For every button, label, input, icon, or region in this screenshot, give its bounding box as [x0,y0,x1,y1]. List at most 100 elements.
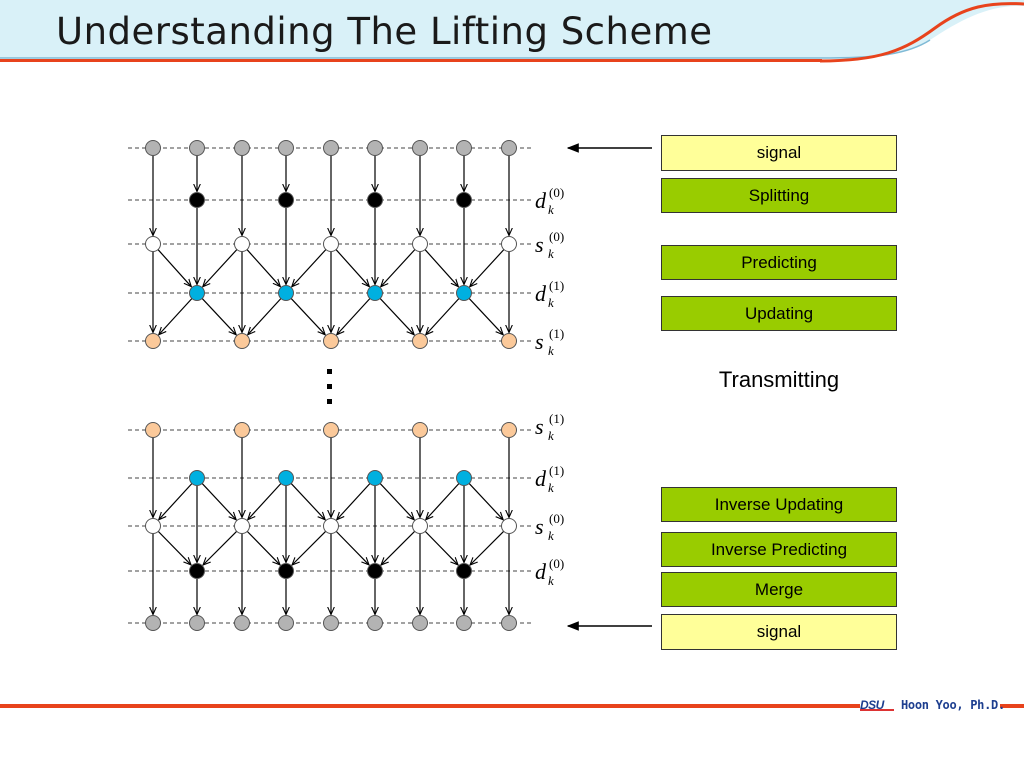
slide-title: Understanding The Lifting Scheme [56,10,713,53]
lifting-arrow [246,530,280,565]
smooth1-node [234,333,250,349]
detail0-node [189,192,205,208]
detail0-node [278,192,294,208]
detail1-node [456,285,472,301]
signal-node [234,140,250,156]
svg-text:k: k [548,528,554,543]
signal-node [367,615,383,631]
box-signal-top: signal [661,135,897,171]
box-updating: Updating [661,296,897,331]
smooth0-node [145,236,161,252]
box-splitting: Splitting [661,178,897,213]
transmitting-label: Transmitting [718,367,840,392]
svg-text:(0): (0) [549,229,564,244]
svg-text:d: d [535,466,547,491]
smooth0-node [145,518,161,534]
signal-node [278,140,294,156]
signal-node [456,140,472,156]
lifting-arrow [248,483,282,520]
lifting-arrow [292,530,327,565]
lifting-arrow [290,483,325,519]
svg-text:(0): (0) [549,511,564,526]
footer-rule-end [1000,704,1024,708]
svg-text:k: k [548,295,554,310]
smooth0-node [501,518,517,534]
svg-text:k: k [548,428,554,443]
svg-text:(1): (1) [549,326,564,341]
lifting-arrow [290,298,325,334]
svg-text:s: s [535,329,544,354]
lifting-arrow [201,298,236,334]
svg-text:(1): (1) [549,463,564,478]
box-inverse-predicting: Inverse Predicting [661,532,897,567]
lifting-arrow [468,298,503,334]
ellipsis-vertical [327,369,332,404]
lifting-arrow [201,483,236,519]
lifting-arrow [203,249,238,287]
author-name: Hoon Yoo, Ph.D. [901,698,1005,712]
lifting-arrow [292,249,327,287]
lifting-arrow [381,249,416,287]
smooth1-node [501,422,517,438]
signal-node [189,615,205,631]
smooth0-node [501,236,517,252]
svg-text:s: s [535,414,544,439]
detail0-node [456,563,472,579]
svg-text:d: d [535,188,547,213]
signal-node [412,140,428,156]
smooth1-node [323,422,339,438]
svg-text:k: k [548,246,554,261]
detail0-node [278,563,294,579]
smooth0-node [323,518,339,534]
lifting-arrow [203,530,238,565]
smooth1-node [145,333,161,349]
detail0-node [367,192,383,208]
detail1-node [189,285,205,301]
signal-node [501,615,517,631]
lifting-arrow [470,249,505,287]
svg-text:k: k [548,573,554,588]
lifting-arrow [470,530,505,565]
lifting-arrow [379,483,414,519]
lifting-arrow [335,530,369,565]
signal-node [367,140,383,156]
smooth0-node [412,236,428,252]
smooth1-node [412,333,428,349]
dsu-logo: DSU [860,697,898,715]
signal-node [501,140,517,156]
signal-node [323,615,339,631]
lifting-arrow [468,483,503,519]
detail1-node [189,470,205,486]
detail0-node [367,563,383,579]
smooth0-node [323,236,339,252]
detail1-node [278,285,294,301]
lifting-arrow [159,483,193,520]
slide-header [0,0,1024,63]
detail1-node [278,470,294,486]
svg-text:(0): (0) [549,185,564,200]
svg-text:s: s [535,232,544,257]
lifting-arrow [337,483,371,520]
lifting-arrow [335,249,369,287]
detail0-node [456,192,472,208]
smooth0-node [234,236,250,252]
svg-text:d: d [535,559,547,584]
detail1-node [367,285,383,301]
lifting-arrow [426,298,460,335]
smooth1-node [501,333,517,349]
signal-node [189,140,205,156]
smooth1-node [145,422,161,438]
svg-text:k: k [548,343,554,358]
smooth1-node [234,422,250,438]
signal-node [145,140,161,156]
lifting-arrow [337,298,371,335]
